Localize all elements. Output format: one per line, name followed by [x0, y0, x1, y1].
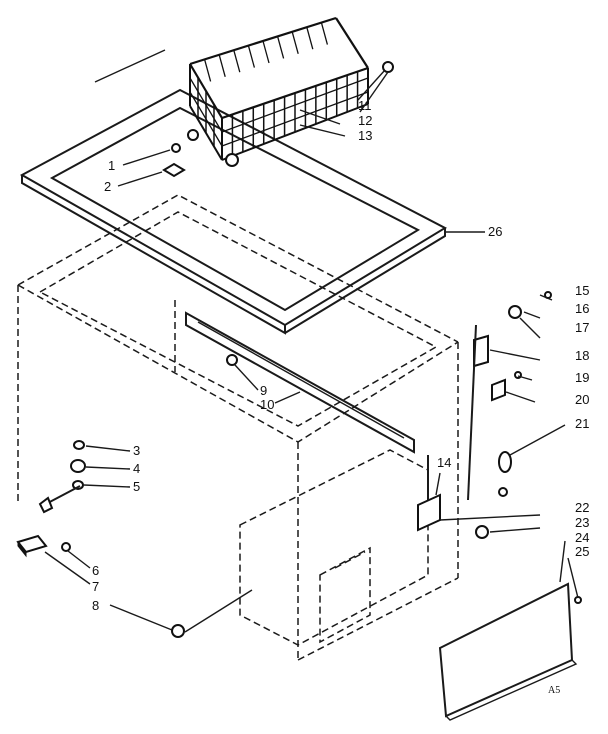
callout-23: 23 — [575, 515, 589, 530]
lid-frame — [19, 88, 448, 335]
callout-labels: 1 2 3 4 5 6 7 8 9 10 11 12 13 14 15 16 1… — [92, 98, 589, 696]
callout-26: 26 — [488, 224, 502, 239]
callout-11: 11 — [358, 98, 372, 113]
leader-lines — [44, 69, 579, 633]
callout-14: 14 — [437, 455, 451, 470]
callout-10: 10 — [260, 397, 274, 412]
callout-8: 8 — [92, 598, 99, 613]
callout-7: 7 — [92, 579, 99, 594]
callout-20: 20 — [575, 392, 589, 407]
cabinet-outline — [17, 194, 459, 661]
callout-4: 4 — [133, 461, 140, 476]
callout-15: 15 — [575, 283, 589, 298]
callout-2: 2 — [104, 179, 111, 194]
callout-5: 5 — [133, 479, 140, 494]
callout-17: 17 — [575, 320, 589, 335]
callout-21: 21 — [575, 416, 589, 431]
callout-9: 9 — [260, 383, 267, 398]
callout-18: 18 — [575, 348, 589, 363]
parts — [16, 61, 582, 721]
callout-22: 22 — [575, 500, 589, 515]
callout-19: 19 — [575, 370, 589, 385]
callout-6: 6 — [92, 563, 99, 578]
callout-12: 12 — [358, 113, 372, 128]
callout-25: 25 — [575, 544, 589, 559]
drawing-code: A5 — [548, 685, 560, 696]
callout-13: 13 — [358, 128, 372, 143]
callout-16: 16 — [575, 301, 589, 316]
sketch-line — [94, 49, 166, 83]
wire-basket — [189, 16, 369, 161]
callout-3: 3 — [133, 443, 140, 458]
callout-24: 24 — [575, 530, 589, 545]
callout-1: 1 — [108, 158, 115, 173]
